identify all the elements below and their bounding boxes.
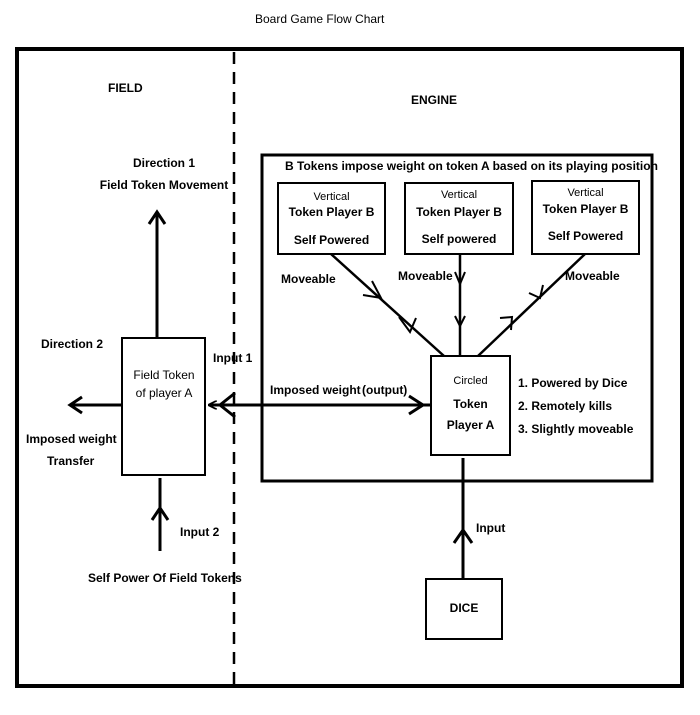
token-a-line1: Circled [433, 374, 508, 388]
token-b2-line1: Vertical [407, 188, 511, 202]
direction1-label: Direction 1 [104, 156, 224, 170]
direction1-sublabel: Field Token Movement [96, 178, 232, 192]
input2-label: Input 2 [180, 525, 219, 539]
outer-frame [17, 49, 682, 686]
token-b1-line2: Token Player B [280, 205, 383, 219]
token-b3-line2: Token Player B [534, 202, 637, 216]
token-a-line3: Player A [433, 418, 508, 432]
dice-label: DICE [428, 601, 500, 615]
engine-caption: B Tokens impose weight on token A based … [285, 159, 658, 173]
token-a-note-3: 3. Slightly moveable [518, 422, 633, 436]
input1-label: Input 1 [213, 351, 252, 365]
imposed-transfer-sublabel: Transfer [47, 454, 94, 468]
diagram-title: Board Game Flow Chart [255, 12, 384, 26]
self-power-label: Self Power Of Field Tokens [88, 571, 242, 585]
field-token-label: Field Token [124, 368, 204, 382]
output-label: (output) [362, 383, 407, 397]
dice-input-label: Input [476, 521, 505, 535]
token-b3-line1: Vertical [534, 186, 637, 200]
moveable-label-1: Moveable [281, 272, 336, 286]
moveable-label-3: Moveable [565, 269, 620, 283]
token-b2-line3: Self powered [407, 232, 511, 246]
imposed-transfer-label: Imposed weight [26, 432, 117, 446]
token-a-line2: Token [433, 397, 508, 411]
direction2-label: Direction 2 [41, 337, 103, 351]
field-token-box [122, 338, 205, 475]
token-b1-line1: Vertical [280, 190, 383, 204]
token-b2-line2: Token Player B [407, 205, 511, 219]
token-a-note-1: 1. Powered by Dice [518, 376, 627, 390]
imposed-weight-label: Imposed weight [270, 383, 361, 397]
field-token-sublabel: of player A [124, 386, 204, 400]
token-b3-line3: Self Powered [534, 229, 637, 243]
token-a-note-2: 2. Remotely kills [518, 399, 612, 413]
moveable-label-2: Moveable [398, 269, 453, 283]
section-label-engine: ENGINE [411, 93, 457, 107]
token-b1-line3: Self Powered [280, 233, 383, 247]
section-label-field: FIELD [108, 81, 143, 95]
chevron-b3-upper [529, 285, 543, 298]
